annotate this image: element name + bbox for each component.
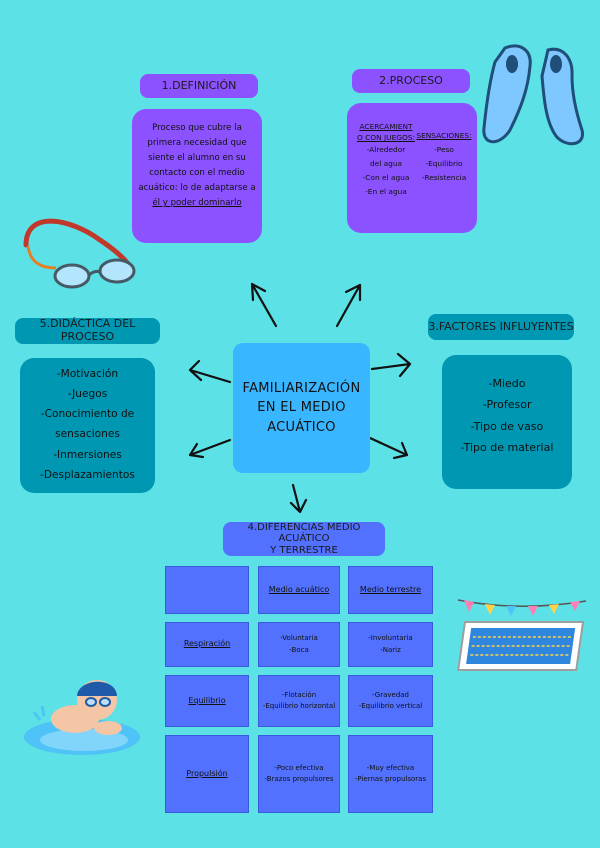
proceso-right-item: -Resistencia	[421, 173, 467, 183]
arrow-to-factores	[370, 352, 412, 378]
didactica-item: -Juegos	[67, 388, 108, 401]
definicion-box: Proceso que cubre la primera necesidad q…	[132, 109, 262, 243]
arrow-to-proceso	[335, 283, 362, 328]
table-header-cell	[165, 566, 249, 614]
proceso-left-item: -Con el agua	[362, 173, 410, 183]
proceso-left-item: -Alrededor	[366, 145, 406, 155]
proceso-right-item: -Peso	[434, 145, 454, 155]
definicion-line: acuático: lo de adaptarse a	[138, 183, 256, 194]
table-header-cell: Medio acuático	[258, 566, 340, 614]
arrow-to-didactica	[188, 359, 232, 384]
definicion-line: Proceso que cubre la	[152, 123, 242, 133]
arrow-to-didactica-lower	[188, 438, 232, 459]
factores-box: -Miedo -Profesor -Tipo de vaso -Tipo de …	[442, 355, 572, 489]
arrow-to-factores-lower	[368, 436, 409, 460]
table-row-label: Propulsión	[165, 735, 249, 813]
center-line: ACUÁTICO	[267, 419, 336, 435]
factores-item: -Tipo de material	[460, 441, 554, 455]
definicion-line: primera necesidad que	[147, 138, 247, 149]
definicion-line: él y poder dominarlo	[152, 198, 242, 209]
center-line: FAMILIARIZACIÓN	[242, 380, 361, 396]
didactica-item: -Inmersiones	[53, 448, 122, 461]
arrow-to-diferencias	[289, 483, 308, 514]
proceso-right-item: -Equilibrio	[425, 159, 463, 169]
table-cell: -Gravedad -Equilibrio vertical	[348, 675, 433, 727]
center-line: EN EL MEDIO	[257, 400, 346, 416]
didactica-item: -Conocimiento de	[40, 408, 135, 421]
didactica-item: -Desplazamientos	[40, 468, 135, 481]
proceso-right-column: SENSACIONES: -Peso -Equilibrio -Resisten…	[415, 129, 473, 185]
proceso-box: ACERCAMIENT O CON JUEGOS: -Alrededor del…	[347, 103, 477, 233]
definicion-title: 1.DEFINICIÓN	[140, 74, 258, 98]
proceso-left-item: del agua	[369, 159, 403, 169]
proceso-left-heading: ACERCAMIENT	[359, 122, 413, 131]
diferencias-title: 4.DIFERENCIAS MEDIO ACUÁTICO Y TERRESTRE	[223, 522, 385, 556]
table-row-label: Respiración	[165, 622, 249, 667]
factores-item: -Profesor	[482, 398, 532, 412]
definicion-line: siente el alumno en su	[148, 153, 246, 164]
center-topic-box: FAMILIARIZACIÓN EN EL MEDIO ACUÁTICO	[233, 343, 370, 473]
table-cell: -Involuntaria -Nariz	[348, 622, 433, 667]
table-row-label: Equilibrio	[165, 675, 249, 727]
table-header-cell: Medio terrestre	[348, 566, 433, 614]
proceso-left-column: ACERCAMIENT O CON JUEGOS: -Alrededor del…	[355, 121, 417, 199]
didactica-box: -Motivación -Juegos -Conocimiento de sen…	[20, 358, 155, 493]
didactica-title: 5.DIDÁCTICA DEL PROCESO	[15, 317, 160, 344]
arrow-to-definicion	[250, 282, 278, 328]
proceso-left-heading: O CON JUEGOS:	[356, 133, 415, 143]
proceso-title: 2.PROCESO	[352, 69, 470, 93]
factores-item: -Tipo de vaso	[470, 419, 544, 433]
table-cell: -Muy efectiva -Piernas propulsoras	[348, 735, 433, 813]
factores-item: -Miedo	[488, 377, 526, 390]
table-cell: -Voluntaria -Boca	[258, 622, 340, 667]
definicion-line: contacto con el medio	[149, 168, 245, 179]
didactica-item: sensaciones	[55, 428, 120, 441]
didactica-item: -Motivación	[56, 368, 119, 380]
table-cell: -Flotación -Equilibrio horizontal	[258, 675, 340, 727]
proceso-left-item: -En el agua	[365, 187, 407, 197]
factores-title: 3.FACTORES INFLUYENTES	[428, 314, 574, 340]
proceso-right-heading: SENSACIONES:	[416, 131, 472, 140]
table-cell: -Poco efectiva -Brazos propulsores	[258, 735, 340, 813]
